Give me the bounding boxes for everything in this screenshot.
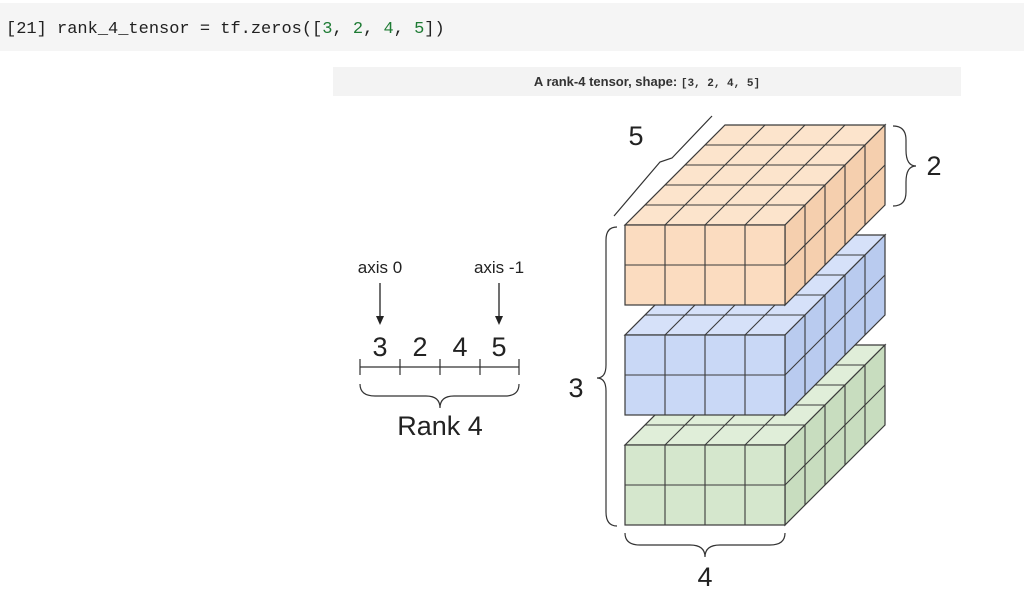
- grid-line: [744, 124, 846, 226]
- grid-line: [784, 164, 886, 266]
- grid-line: [704, 124, 806, 226]
- grid-line: [784, 384, 886, 486]
- output-shape: [3, 2, 4, 5]: [680, 78, 761, 90]
- depth-label: 5: [628, 121, 643, 151]
- arrow-heads: [376, 316, 503, 325]
- cell-prompt: [21]: [6, 20, 47, 39]
- blocks-label: 3: [568, 373, 583, 403]
- code-prefix: rank_4_tensor = tf.zeros([: [57, 20, 323, 39]
- rows-brace: [892, 125, 917, 207]
- code-line[interactable]: [21] rank_4_tensor = tf.zeros([3, 2, 4, …: [6, 20, 445, 39]
- shape-ruler: [359, 359, 520, 375]
- shape-value: 5: [491, 332, 506, 362]
- axis-0-arrow-head: [376, 316, 384, 325]
- dimension-braces: [596, 115, 917, 558]
- grid-line: [784, 274, 886, 376]
- dim-value: 4: [383, 20, 394, 39]
- grid-line: [664, 124, 766, 226]
- output-title: A rank-4 tensor, shape:: [533, 74, 678, 89]
- tensor-blocks: [623, 123, 887, 527]
- rank-label: Rank 4: [397, 411, 483, 441]
- dim-value: 3: [322, 20, 333, 39]
- axis-arrows: [379, 283, 500, 318]
- shape-value: 4: [452, 332, 467, 362]
- axis-last-label: axis -1: [474, 258, 524, 277]
- shape-value: 3: [372, 332, 387, 362]
- blocks-brace: [596, 226, 618, 527]
- rank-brace: [359, 383, 520, 409]
- code-cell[interactable]: [21] rank_4_tensor = tf.zeros([3, 2, 4, …: [0, 3, 1024, 51]
- rows-label: 2: [926, 151, 941, 181]
- cols-label: 4: [697, 562, 712, 592]
- dim-value: 5: [414, 20, 425, 39]
- axis-0-label: axis 0: [358, 258, 402, 277]
- dim-value: 2: [352, 20, 364, 39]
- axis-last-arrow-head: [495, 316, 503, 325]
- output-header: A rank-4 tensor, shape: [3, 2, 4, 5]: [333, 67, 961, 96]
- cols-brace: [624, 532, 786, 558]
- depth-brace: [613, 115, 713, 217]
- code-suffix: ]): [424, 20, 445, 39]
- shape-value: 2: [412, 332, 427, 362]
